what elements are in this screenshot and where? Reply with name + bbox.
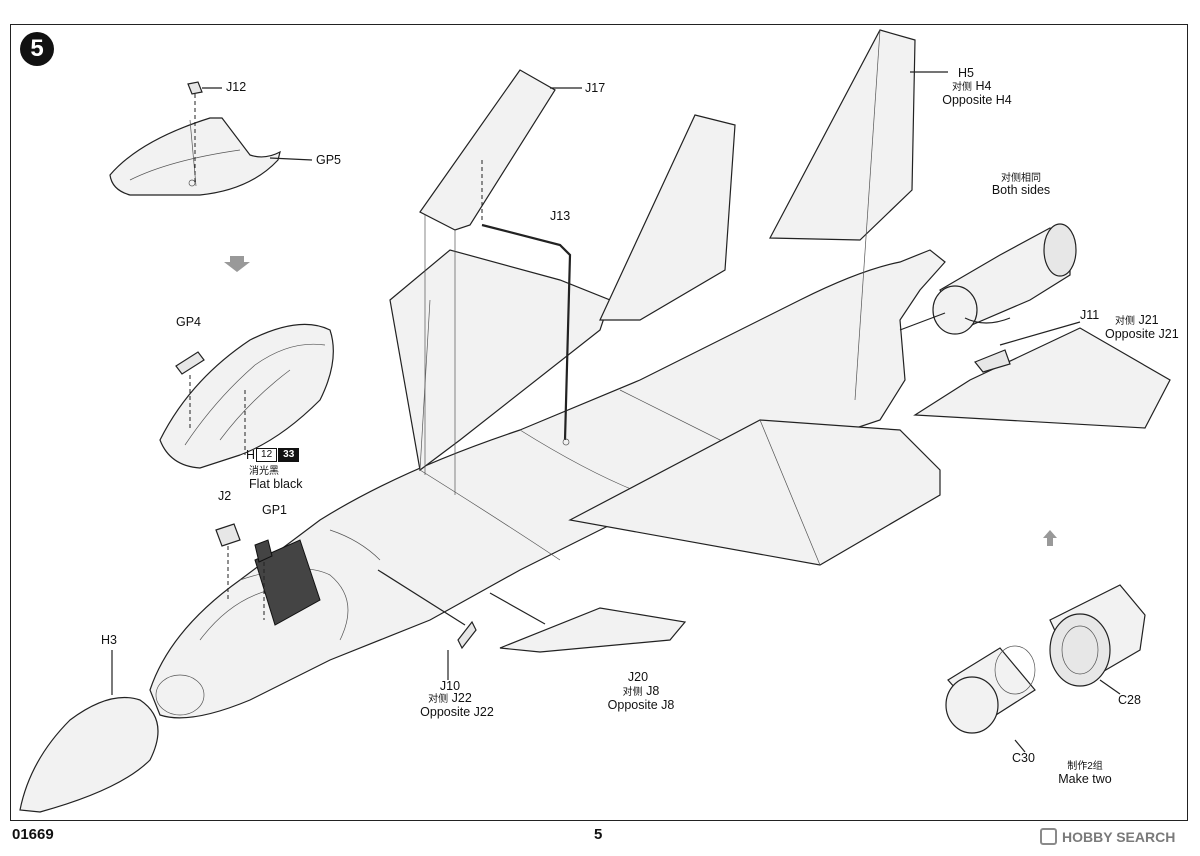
label-j11: J11 [1080, 308, 1100, 322]
nozzle-right-part [932, 223, 1077, 335]
vertical-tail-right [769, 29, 948, 401]
label-j13: J13 [550, 209, 571, 223]
label-gp5: GP5 [316, 153, 342, 167]
page-frame [10, 24, 1188, 821]
label-j12: J12 [226, 80, 247, 94]
j17-part [419, 69, 582, 495]
label-j8-group: 对侧 J8 [623, 685, 660, 699]
label-j17: J17 [585, 81, 606, 95]
canopy-gp4-part [159, 323, 334, 469]
exhaust-c30-part [945, 645, 1036, 734]
label-j21-group: 对侧 J21 [1115, 314, 1159, 328]
nozzle-leader [899, 312, 946, 331]
j12-part [187, 81, 222, 182]
vertical-tail-left [599, 114, 736, 321]
step-number-badge: 5 [20, 32, 54, 66]
c28-leader [1099, 679, 1121, 695]
label-gp4: GP4 [176, 315, 202, 329]
label-both-sides-cn: 对侧相同 [1001, 173, 1041, 184]
label-c30: C30 [1012, 751, 1035, 765]
step-arrow-down-icon [224, 256, 250, 272]
label-j22: J22 [451, 691, 472, 705]
label-h4-group: 对侧 H4 [952, 80, 991, 94]
label-j8-en: Opposite J8 [607, 698, 675, 712]
paint-code-33: 33 [278, 448, 300, 462]
label-c28: C28 [1118, 693, 1141, 707]
j10-part [457, 620, 477, 650]
label-gp1: GP1 [262, 503, 288, 517]
ventral-fin-j20-part [499, 607, 687, 653]
paint-prefix: H [246, 448, 256, 462]
page-number: 5 [594, 826, 603, 843]
label-h4: H4 [975, 79, 992, 93]
label-j20: J20 [627, 670, 649, 684]
watermark: HOBBY SEARCH [1040, 828, 1175, 845]
c30-leader [1014, 739, 1026, 753]
product-code: 01669 [12, 826, 54, 843]
fuselage-assembly [149, 249, 946, 719]
label-h5: H5 [958, 66, 974, 80]
gp1-part [254, 539, 273, 563]
label-make-two-en: Make two [1058, 772, 1112, 786]
j11-small-part [974, 349, 1011, 373]
label-j8: J8 [646, 684, 660, 698]
label-j22-group: 对侧 J22 [428, 692, 472, 706]
label-j21-en: Opposite J21 [1105, 327, 1179, 341]
label-j10: J10 [439, 679, 461, 693]
label-j22-cn: 对侧 [428, 694, 449, 705]
label-j2: J2 [218, 489, 232, 503]
label-h3: H3 [101, 633, 117, 647]
watermark-logo-icon [1040, 828, 1057, 845]
stabilizer-j11-part [913, 327, 1171, 429]
nose-cone-h3-part [19, 696, 159, 813]
gp5-leader [269, 157, 313, 161]
label-j22-en: Opposite J22 [420, 705, 494, 719]
paint-name-en: Flat black [249, 477, 303, 491]
label-h4-en: Opposite H4 [942, 93, 1012, 107]
label-j21: J21 [1138, 313, 1159, 327]
watermark-text: HOBBY SEARCH [1062, 828, 1176, 845]
j11-leader [999, 321, 1081, 346]
j13-part [481, 223, 572, 446]
label-make-two-cn: 制作2组 [1067, 761, 1103, 772]
label-j21-cn: 对侧 [1115, 316, 1135, 327]
exhaust-c28-part [1049, 584, 1146, 687]
j2-part [215, 523, 241, 547]
label-both-sides-en: Both sides [991, 183, 1051, 197]
paint-code-12: 12 [256, 448, 278, 462]
j10-guide [377, 569, 466, 626]
paint-name-cn: 消光黑 [249, 466, 279, 477]
paint-callout: H 12 33 [246, 448, 300, 462]
step-arrow-up-icon [1043, 530, 1057, 546]
label-h4-cn: 对侧 [952, 82, 972, 93]
j20-guide [489, 592, 546, 625]
label-j8-cn: 对侧 [622, 687, 643, 698]
